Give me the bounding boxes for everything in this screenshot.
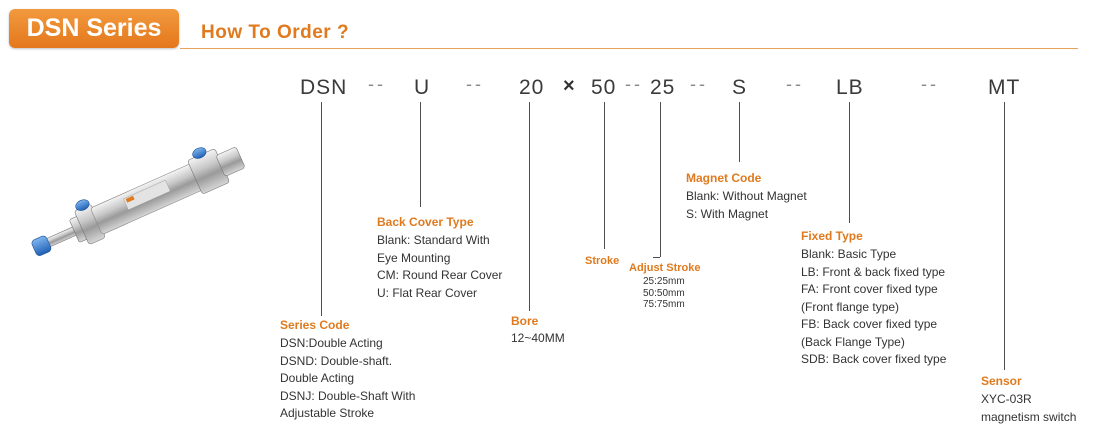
code-times: × (563, 75, 575, 97)
code-stroke: 50 (591, 76, 617, 99)
code-u: U (414, 76, 431, 99)
series-badge: DSN Series (9, 9, 179, 48)
leader-fixed-type (849, 102, 850, 223)
leader-adjust-stroke (660, 102, 661, 257)
adjust-stroke-title: Adjust Stroke (629, 262, 701, 274)
code-s: S (732, 76, 748, 99)
leader-bore (529, 102, 530, 311)
code-dash-4: -- (690, 74, 708, 94)
code-adjust: 25 (650, 76, 676, 99)
code-bore: 20 (519, 76, 545, 99)
adjust-stroke-tick (653, 257, 660, 258)
fixed-type-title: Fixed Type (801, 229, 863, 243)
leader-magnet-code (739, 102, 740, 162)
how-to-order-title: How To Order ? (201, 22, 350, 43)
back-cover-title: Back Cover Type (377, 215, 474, 229)
sensor-desc: XYC-03R magnetism switch (981, 392, 1077, 424)
back-cover-desc: Blank: Standard With Eye Mounting CM: Ro… (377, 233, 503, 300)
code-dash-3: -- (625, 74, 643, 94)
series-code-title: Series Code (280, 318, 350, 332)
bore-title: Bore (511, 314, 539, 328)
adjust-stroke-desc: 25:25mm 50:50mm 75:75mm (643, 276, 685, 310)
code-dsn: DSN (300, 76, 348, 99)
stroke-title: Stroke (585, 255, 620, 267)
code-dash-1: -- (368, 74, 386, 94)
sensor-title: Sensor (981, 374, 1022, 388)
magnet-code-title: Magnet Code (686, 171, 762, 185)
series-code-desc: DSN:Double Acting DSND: Double-shaft. Do… (280, 336, 416, 420)
code-dash-5: -- (786, 74, 804, 94)
bore-value: 12~40MM (511, 331, 565, 345)
magnet-code-desc: Blank: Without Magnet S: With Magnet (686, 189, 807, 221)
code-lb: LB (836, 76, 864, 99)
code-dash-2: -- (466, 74, 484, 94)
leader-stroke (604, 102, 605, 249)
header-divider (180, 48, 1078, 49)
leader-back-cover (420, 102, 421, 207)
code-dash-6: -- (921, 74, 939, 94)
leader-sensor (1004, 102, 1005, 370)
leader-series-code (321, 102, 322, 316)
code-mt: MT (988, 76, 1021, 99)
cylinder-product-image (31, 147, 245, 256)
fixed-type-desc: Blank: Basic Type LB: Front & back fixed… (801, 247, 947, 366)
